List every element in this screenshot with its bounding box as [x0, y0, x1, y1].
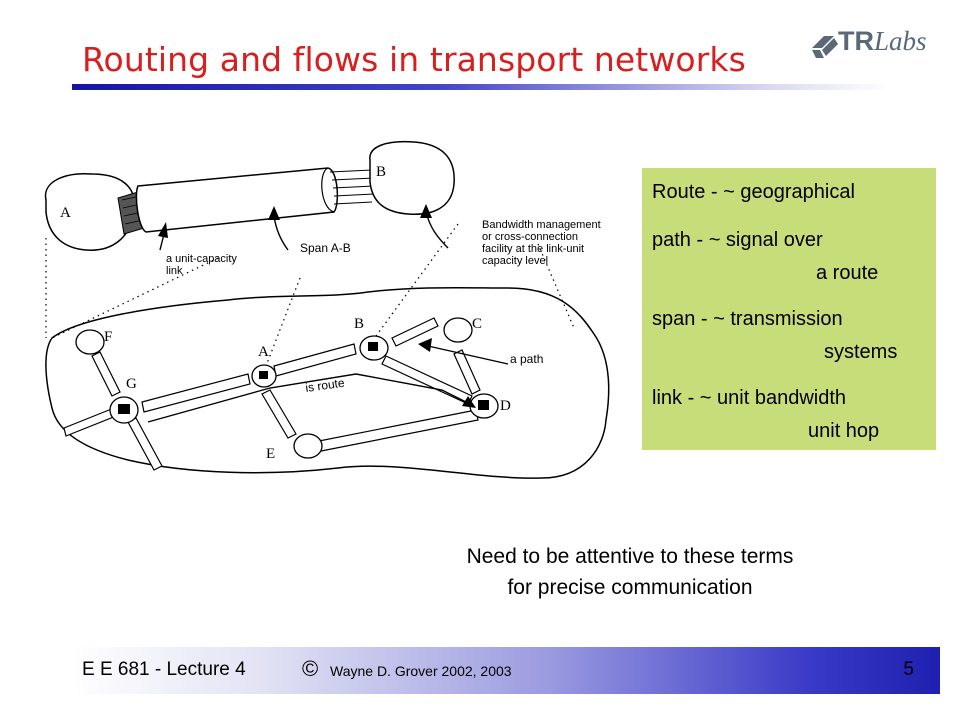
footer-copyright-symbol: ©	[302, 656, 319, 681]
cable-a-b	[273, 343, 357, 377]
cable-e-d	[313, 409, 479, 453]
glossary-link-cont: unit hop	[808, 420, 880, 442]
logo-text-main: TR	[838, 26, 874, 56]
detail-node-b-shape	[369, 140, 455, 216]
attention-note: Need to be attentive to these terms for …	[398, 541, 862, 603]
node-c-label: C	[472, 316, 482, 332]
node-b-switch	[368, 342, 378, 351]
callout-bandwidth-line1: Bandwidth management	[482, 219, 601, 231]
callout-unit-link-line2: link	[166, 265, 183, 277]
logo-wordmark: TRLabs	[838, 26, 927, 57]
cable-f-g	[91, 351, 121, 397]
footer-page-number: 5	[903, 659, 914, 680]
callout-bandwidth-line4: capacity level	[482, 255, 548, 267]
footer-course: E E 681 - Lecture 4	[82, 659, 246, 680]
node-d-label: D	[500, 398, 511, 414]
node-a-switch	[259, 371, 268, 379]
cable-g-stub-down	[127, 417, 163, 471]
callout-span: Span A-B	[300, 241, 351, 255]
node-g-switch	[118, 404, 130, 414]
logo-text-italic: Labs	[874, 26, 927, 56]
route-label: is route	[304, 376, 345, 395]
footer-author: Wayne D. Grover 2002, 2003	[330, 663, 512, 679]
node-a-label: A	[258, 344, 269, 360]
cable-b-c	[391, 317, 439, 347]
callout-bandwidth-line3: facility at the link-unit	[482, 243, 584, 255]
title-underline	[72, 84, 890, 90]
span-cable	[135, 167, 339, 233]
glossary-path-cont: a route	[816, 262, 879, 284]
network-region	[45, 286, 610, 479]
slide-title: Routing and flows in transport networks	[82, 40, 746, 79]
route-arrow	[147, 373, 471, 423]
node-e-shape	[293, 433, 323, 459]
footer-bar: E E 681 - Lecture 4 © Wayne D. Grover 20…	[72, 647, 940, 694]
callout-unit-link-line1: a unit-capacity	[166, 253, 237, 265]
cable-g-a	[141, 373, 251, 413]
network-diagram: A B a unit-capacity link Span A-B Bandwi…	[44, 140, 610, 479]
glossary-span: span - ~ transmission	[652, 308, 843, 330]
glossary-box: Route - ~ geographical path - ~ signal o…	[642, 168, 936, 450]
node-b-label: B	[354, 316, 364, 332]
node-c-shape	[443, 317, 473, 343]
path-arrow	[427, 345, 509, 365]
node-e-label: E	[266, 446, 275, 462]
path-label: a path	[510, 352, 543, 366]
glossary-link: link - ~ unit bandwidth	[652, 387, 847, 409]
node-f-label: F	[104, 329, 112, 345]
note-line-2: for precise communication	[507, 576, 753, 599]
glossary-span-cont: systems	[824, 341, 898, 363]
note-line-1: Need to be attentive to these terms	[466, 545, 794, 568]
cable-g-stub-left	[63, 407, 117, 437]
detail-node-a-label: A	[60, 205, 71, 221]
dotted-guides	[45, 223, 575, 367]
glossary-path: path - ~ signal over	[652, 229, 823, 251]
cable-a-e	[261, 389, 297, 439]
node-g-label: G	[126, 376, 137, 392]
detail-node-b-label: B	[376, 164, 386, 180]
glossary-route: Route - ~ geographical	[652, 181, 855, 203]
node-f-shape	[75, 329, 105, 355]
trlabs-logo-icon	[812, 36, 838, 58]
node-d-switch	[478, 400, 489, 410]
callout-bandwidth-line2: or cross-connection	[482, 231, 578, 243]
